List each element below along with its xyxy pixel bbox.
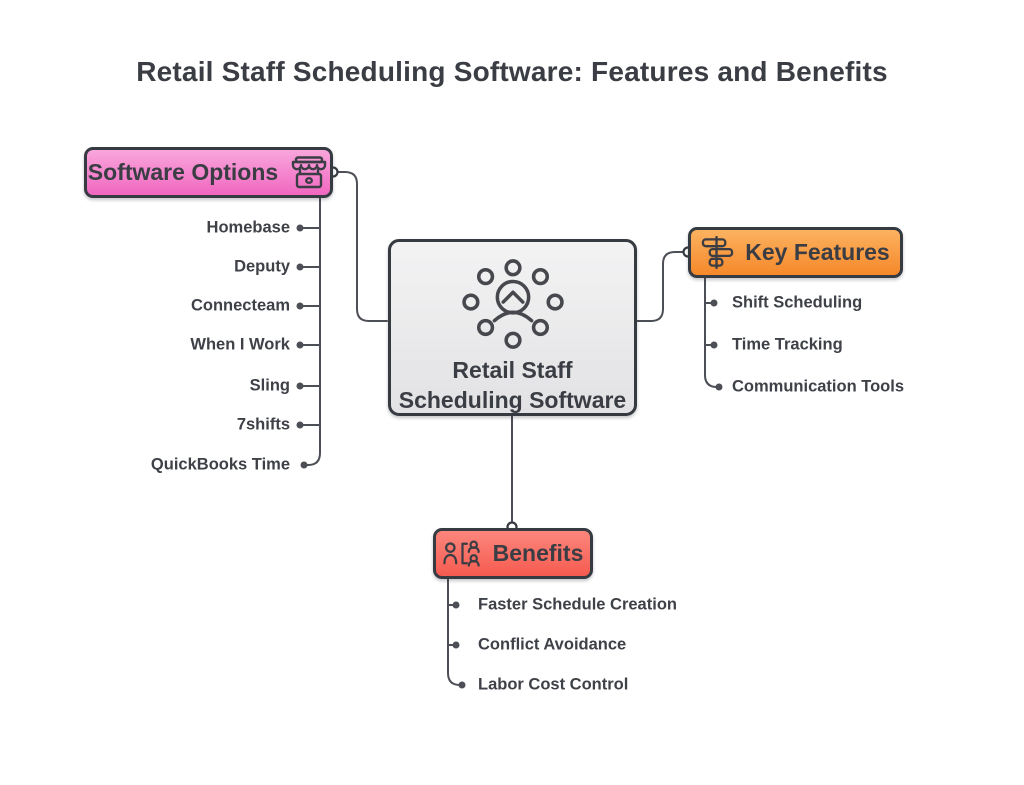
node-center-label: Retail Staff Scheduling Software — [398, 357, 627, 413]
item-dot — [300, 461, 308, 469]
software-option-item: When I Work — [190, 335, 290, 354]
connector-center-keyfeatures — [636, 251, 686, 322]
item-dot — [296, 302, 304, 310]
software-option-item: Connecteam — [190, 296, 290, 315]
item-dot — [715, 383, 723, 391]
team-network-icon — [461, 259, 564, 349]
software-option-item: 7shifts — [236, 415, 290, 434]
benefit-item: Conflict Avoidance — [478, 635, 627, 654]
node-key-features-label: Key Features — [745, 239, 890, 265]
node-benefits-label: Benefits — [492, 540, 584, 566]
item-dot — [710, 299, 718, 307]
item-dot — [458, 681, 466, 689]
org-people-icon — [442, 539, 480, 567]
connector-softwareoptions-trunk — [306, 197, 321, 466]
key-feature-item: Time Tracking — [732, 335, 843, 354]
benefit-item: Labor Cost Control — [478, 675, 629, 694]
connector-keyfeatures-trunk — [704, 277, 719, 388]
item-dot — [296, 421, 304, 429]
timeline-bars-icon — [702, 236, 734, 269]
node-software-options-label: Software Options — [87, 159, 279, 185]
key-feature-item: Communication Tools — [732, 377, 905, 396]
software-option-item: Deputy — [234, 257, 290, 276]
item-dot — [710, 341, 718, 349]
software-option-item: Homebase — [206, 218, 290, 237]
node-software-options: Software Options — [84, 147, 333, 198]
item-dot — [296, 382, 304, 390]
page-title: Retail Staff Scheduling Software: Featur… — [136, 56, 888, 87]
storefront-icon — [292, 155, 327, 188]
node-key-features: Key Features — [688, 227, 903, 278]
node-benefits: Benefits — [433, 528, 593, 579]
key-feature-item: Shift Scheduling — [732, 293, 863, 312]
node-center: Retail Staff Scheduling Software — [388, 239, 637, 416]
software-option-item: Sling — [249, 376, 290, 395]
item-dot — [296, 224, 304, 232]
benefit-item: Faster Schedule Creation — [478, 595, 677, 614]
item-dot — [296, 341, 304, 349]
item-dot — [452, 601, 460, 609]
item-dot — [452, 641, 460, 649]
item-dot — [296, 263, 304, 271]
connector-softwareoptions-center — [332, 171, 388, 322]
software-option-item: QuickBooks Time — [150, 455, 290, 474]
connector-benefits-trunk — [447, 578, 461, 686]
